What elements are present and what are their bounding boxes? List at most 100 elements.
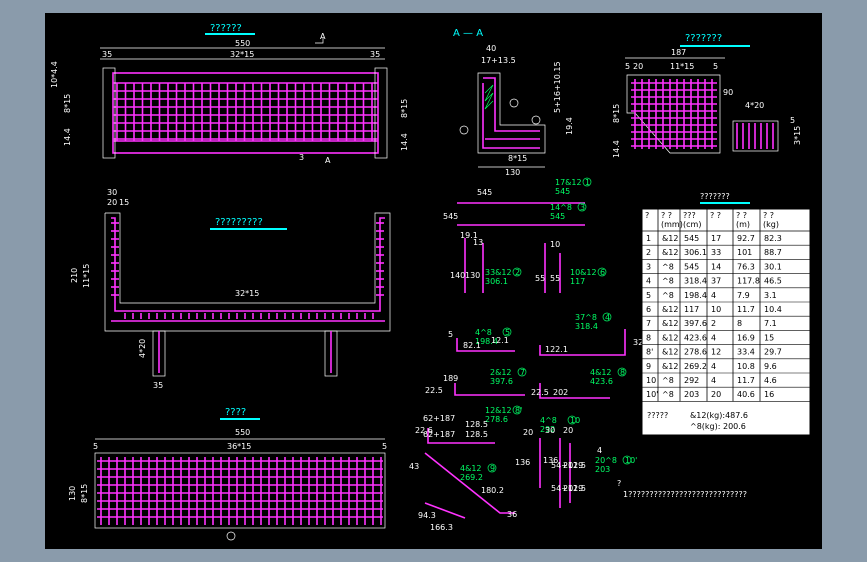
table-header: ? ? [710,211,721,220]
rebar-num-4: 4 [605,313,610,322]
table-cell: &12 [662,362,678,371]
side-dim-f: 4*20 [745,101,764,110]
table-cell: 33.4 [737,348,755,357]
table-footer-2: ^8(kg): 200.6 [690,422,746,431]
side-dim-top: 187 [671,48,686,57]
table-cell: 545 [684,234,699,243]
table-footer-1: &12(kg):487.6 [690,411,748,420]
rebar-table: ??????? ?? ?(mm)???(cm)? ?? ?(m)? ?(kg)1… [641,192,811,436]
side-view: ??????? 187 5 20 11*15 5 8*15 90 4*20 5 … [612,33,802,158]
rebar-spec-10': 20^8 [595,456,617,465]
table-cell: 101 [737,248,752,257]
top-view: ???? 550 36*15 5 5 130 8*15 [68,407,387,541]
svg-text:3: 3 [299,153,304,162]
table-cell: 10 [711,305,721,314]
elev-dim-h3: 14.4 [63,128,72,146]
table-cell: 8 [646,333,651,342]
elev-dim-h2: 8*15 [63,94,72,113]
rebar-num-10': 10' [625,456,637,465]
table-header: (mm) [661,220,683,229]
top-dim-mid: 36*15 [227,442,251,451]
top-dim-hh: 8*15 [80,484,89,503]
table-header: ? [645,211,649,220]
rebar-shape-label: 136 [515,458,530,467]
rebar-num-3: 3 [580,203,585,212]
table-cell: ^8 [662,262,674,271]
aa-dim-b130: 130 [505,168,520,177]
section-aa-view: A — A 40 17+13.5 5+16+10.15 19.4 8*15 13… [453,28,574,177]
rebar-shape-label: 43 [409,462,419,471]
table-cell: 7 [646,319,651,328]
side-dim-g: 5 [790,116,795,125]
plan-dim-210: 210 [70,268,79,283]
table-cell: &12 [662,234,678,243]
elev-dim-left: 35 [102,50,112,59]
rebar-shape-label: 94.3 [418,511,436,520]
elev-dim-h1: 10*4.4 [50,61,59,88]
plan-dim-4: 4*20 [138,339,147,358]
table-header: (kg) [763,220,779,229]
table-cell: 9 [646,362,651,371]
rebar-spec-9: 4&12 [460,464,482,473]
rebar-num-6: 6 [600,268,605,277]
table-cell: 397.6 [684,319,707,328]
rebar-shape-label: 54+129 [551,484,583,493]
table-cell: 20 [711,390,721,399]
table-cell: 16.9 [737,333,755,342]
top-dim-r: 5 [382,442,387,451]
aa-dim-h2: 19.4 [565,117,574,135]
table-cell: 10.8 [737,362,755,371]
side-dim-h1: 3*15 [793,126,802,145]
rebar-num-2: 2 [515,268,520,277]
rebar-shape-label: 189 [443,374,458,383]
drawing-svg: ?????? A 550 35 35 32*15 10*4.4 8*15 14.… [50,23,811,541]
rebar-shape-label: 55 [550,274,560,283]
table-cell: &12 [662,248,678,257]
table-cell: 117.8 [737,277,760,286]
rebar-len-5: 198.4 [475,337,498,346]
rebar-shape-label: 12.1 [491,336,509,345]
rebar-len-8': 278.6 [485,415,508,424]
rebar-shape-label: 20 [523,428,533,437]
rebar-spec-3: 14^8 [550,203,572,212]
table-cell: 37 [711,277,721,286]
table-cell: 306.1 [684,248,707,257]
elevation-view: ?????? A 550 35 35 32*15 10*4.4 8*15 14.… [50,23,409,165]
elev-dim-total: 550 [235,39,250,48]
note-line1: 1???????????????????????????? [623,490,747,499]
side-dim-c: 11*15 [670,62,694,71]
rebar-len-10': 203 [595,465,610,474]
table-cell: 117 [684,305,699,314]
rebar-len-4: 318.4 [575,322,598,331]
rebar-shape-label: 54+129 [551,461,583,470]
title-side: ??????? [685,33,722,44]
rebar-shape-label: 30 [545,426,555,435]
title-section-aa: A — A [453,28,483,39]
table-cell: 545 [684,262,699,271]
rebar-shape-label: 128.5 [465,420,488,429]
aa-dim-40: 40 [486,44,496,53]
rebar-shape-label: 122.1 [545,345,568,354]
table-cell: 30.1 [764,262,782,271]
side-dim-a: 5 [625,62,630,71]
rebar-shape-label: 22.6 [415,426,433,435]
table-cell: 7.9 [737,291,750,300]
table-cell: 92.7 [737,234,755,243]
elev-dim-r1: 8*15 [400,99,409,118]
side-dim-h: 8*15 [612,104,621,123]
rebar-shape-label: 13 [473,238,483,247]
rebar-shape-label: 19.1 [460,231,478,240]
top-dim-total: 550 [235,428,250,437]
elev-dim-r2: 14.4 [400,133,409,151]
table-cell: ^8 [662,277,674,286]
table-cell: 203 [684,390,699,399]
rebar-shape-label: 140 [450,271,465,280]
table-cell: 4 [646,277,651,286]
elev-dim-right: 35 [370,50,380,59]
rebar-shape-label: 20 [563,426,573,435]
table-header: ? ? [763,211,774,220]
table-cell: 423.6 [684,333,707,342]
rebar-len-3: 545 [550,212,565,221]
rebar-len-10: 292 [540,425,555,434]
section-mark-a-lower: A [325,156,331,165]
